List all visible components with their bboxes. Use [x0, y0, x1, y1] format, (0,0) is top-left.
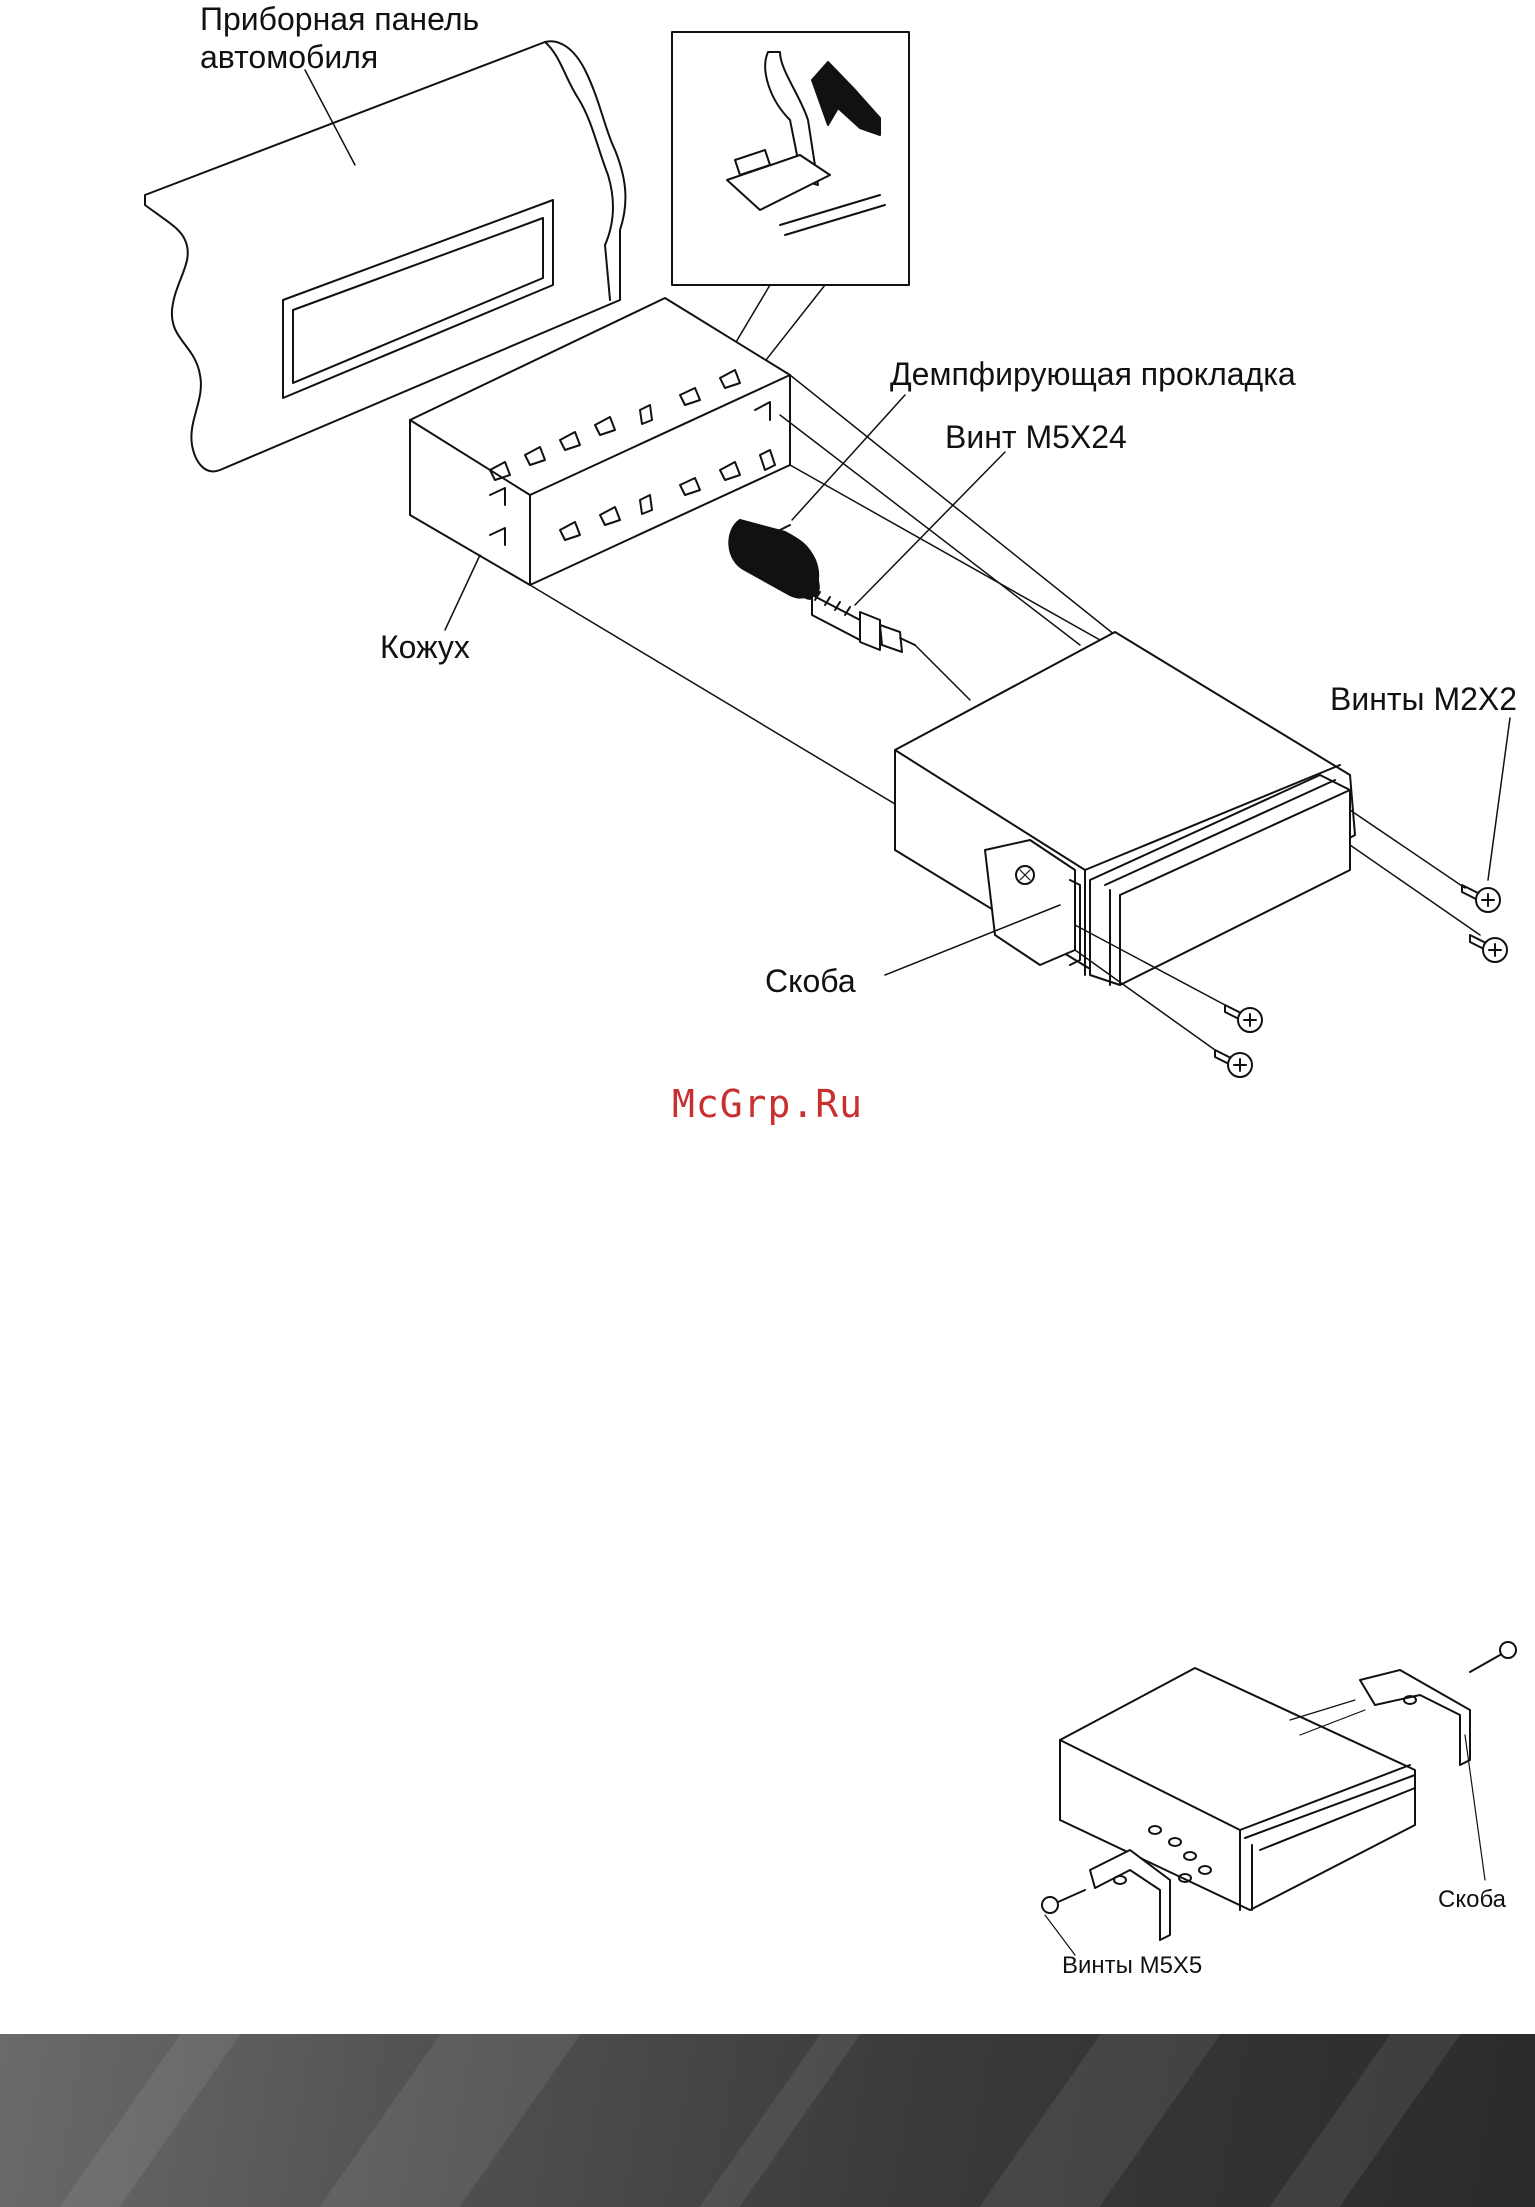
damping-pad [729, 520, 824, 603]
label-dashboard-line1: Приборная панель [200, 0, 479, 38]
screw-bracket-lower [1215, 1050, 1252, 1077]
footer-streak [1269, 2034, 1460, 2207]
screw-bracket-upper [1225, 1005, 1262, 1032]
footer-streak [699, 2034, 860, 2207]
footer-streak [319, 2034, 580, 2207]
label-screw-m5x24: Винт M5X24 [945, 418, 1127, 456]
label-damping-pad: Демпфирующая прокладка [890, 355, 1296, 393]
label-bracket-main: Скоба [765, 962, 856, 1000]
label-housing: Кожух [380, 628, 470, 666]
head-unit [895, 632, 1355, 985]
watermark-text: McGrp.Ru [672, 1082, 863, 1126]
zoom-inset [672, 32, 909, 285]
screw-m2x2-lower [1470, 935, 1507, 962]
screw-m5x24 [812, 592, 970, 700]
label-screws-m2x2: Винты M2X2 [1330, 680, 1517, 718]
footer-streak [59, 2034, 240, 2207]
screw-m2x2-upper [1462, 885, 1500, 912]
footer-streak [979, 2034, 1220, 2207]
label-dashboard-line2: автомобиля [200, 38, 378, 76]
label-screws-m5x5: Винты M5X5 [1062, 1952, 1202, 1980]
footer-decorative-band [0, 2034, 1535, 2207]
label-bracket-small: Скоба [1438, 1886, 1506, 1914]
